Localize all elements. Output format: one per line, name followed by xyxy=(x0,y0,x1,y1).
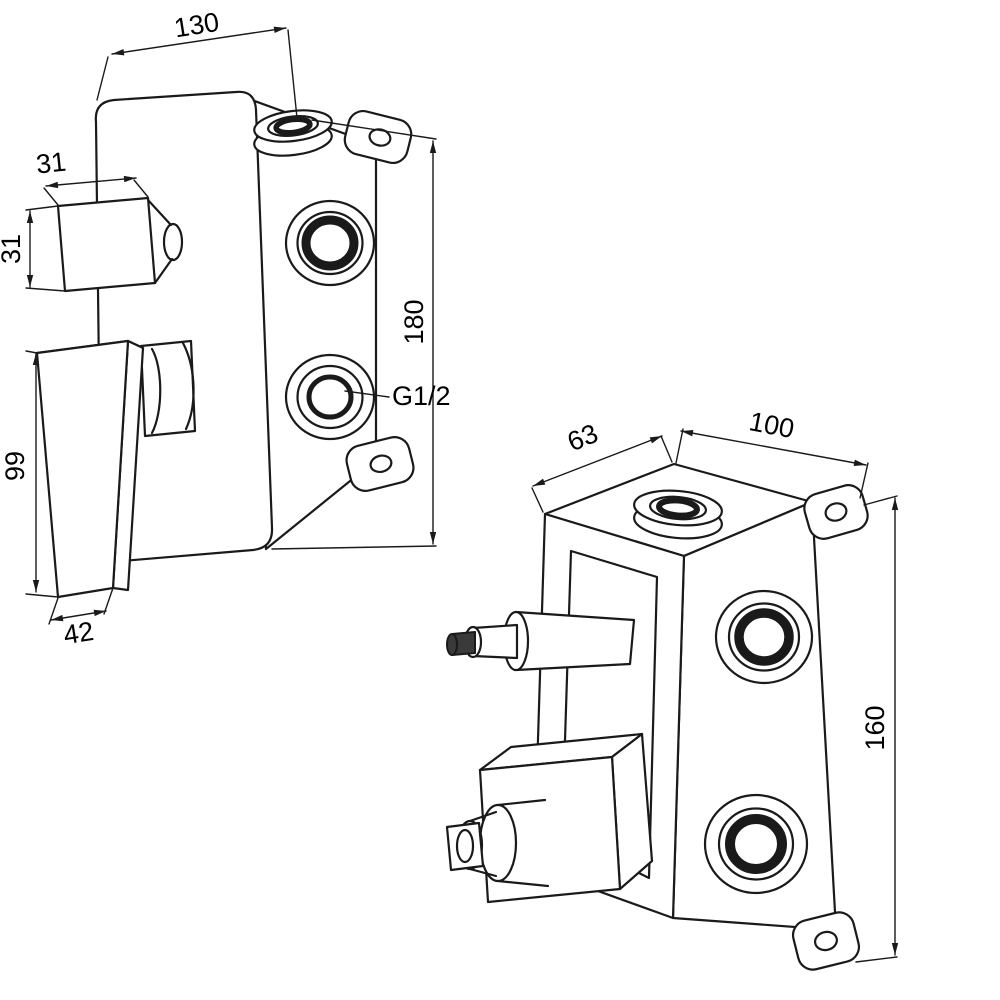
mounting-ear-top xyxy=(343,109,413,165)
thread-callout-g12-label: G1/2 xyxy=(392,381,451,411)
dim-knob-width-31-label: 31 xyxy=(35,147,68,180)
dim-knob-width-31: 31 xyxy=(35,147,149,206)
outlet-port-bottom xyxy=(284,353,376,441)
dim-height-180-label: 180 xyxy=(399,299,429,344)
spindle xyxy=(446,610,636,672)
mounting-ear-bottom xyxy=(345,436,415,492)
dim-height-160-label: 160 xyxy=(860,705,890,750)
outlet-port-top xyxy=(284,199,376,287)
rear-top-collar xyxy=(633,489,723,540)
rear-view: 63 100 160 xyxy=(445,406,899,971)
top-inlet-collar xyxy=(253,109,333,157)
rear-port-bottom xyxy=(703,793,809,895)
front-view: 130 31 31 180 G1/2 xyxy=(0,7,451,651)
diverter-knob xyxy=(56,196,184,293)
thread-callout-g12: G1/2 xyxy=(344,381,451,411)
rear-mounting-ear-bottom xyxy=(791,911,861,971)
rear-mounting-ear-top xyxy=(803,484,869,540)
dim-depth-63-label: 63 xyxy=(563,418,602,457)
dim-handle-length-99: 99 xyxy=(0,350,59,598)
dim-width-130-label: 130 xyxy=(172,7,221,44)
dim-handle-width-42-label: 42 xyxy=(61,616,95,650)
mixer-handle xyxy=(35,339,197,599)
dim-handle-width-42: 42 xyxy=(48,587,114,650)
dim-knob-height-31: 31 xyxy=(0,205,66,292)
cartridge-housing xyxy=(445,732,654,904)
rear-port-top xyxy=(714,589,814,685)
dim-height-180: 180 xyxy=(271,119,437,550)
dim-width-130: 130 xyxy=(96,7,298,119)
dim-handle-length-99-label: 99 xyxy=(0,451,30,481)
dim-knob-height-31-label: 31 xyxy=(0,234,26,264)
dim-width-100-label: 100 xyxy=(747,406,797,444)
leader-line xyxy=(344,390,390,398)
dim-height-160: 160 xyxy=(855,495,899,963)
